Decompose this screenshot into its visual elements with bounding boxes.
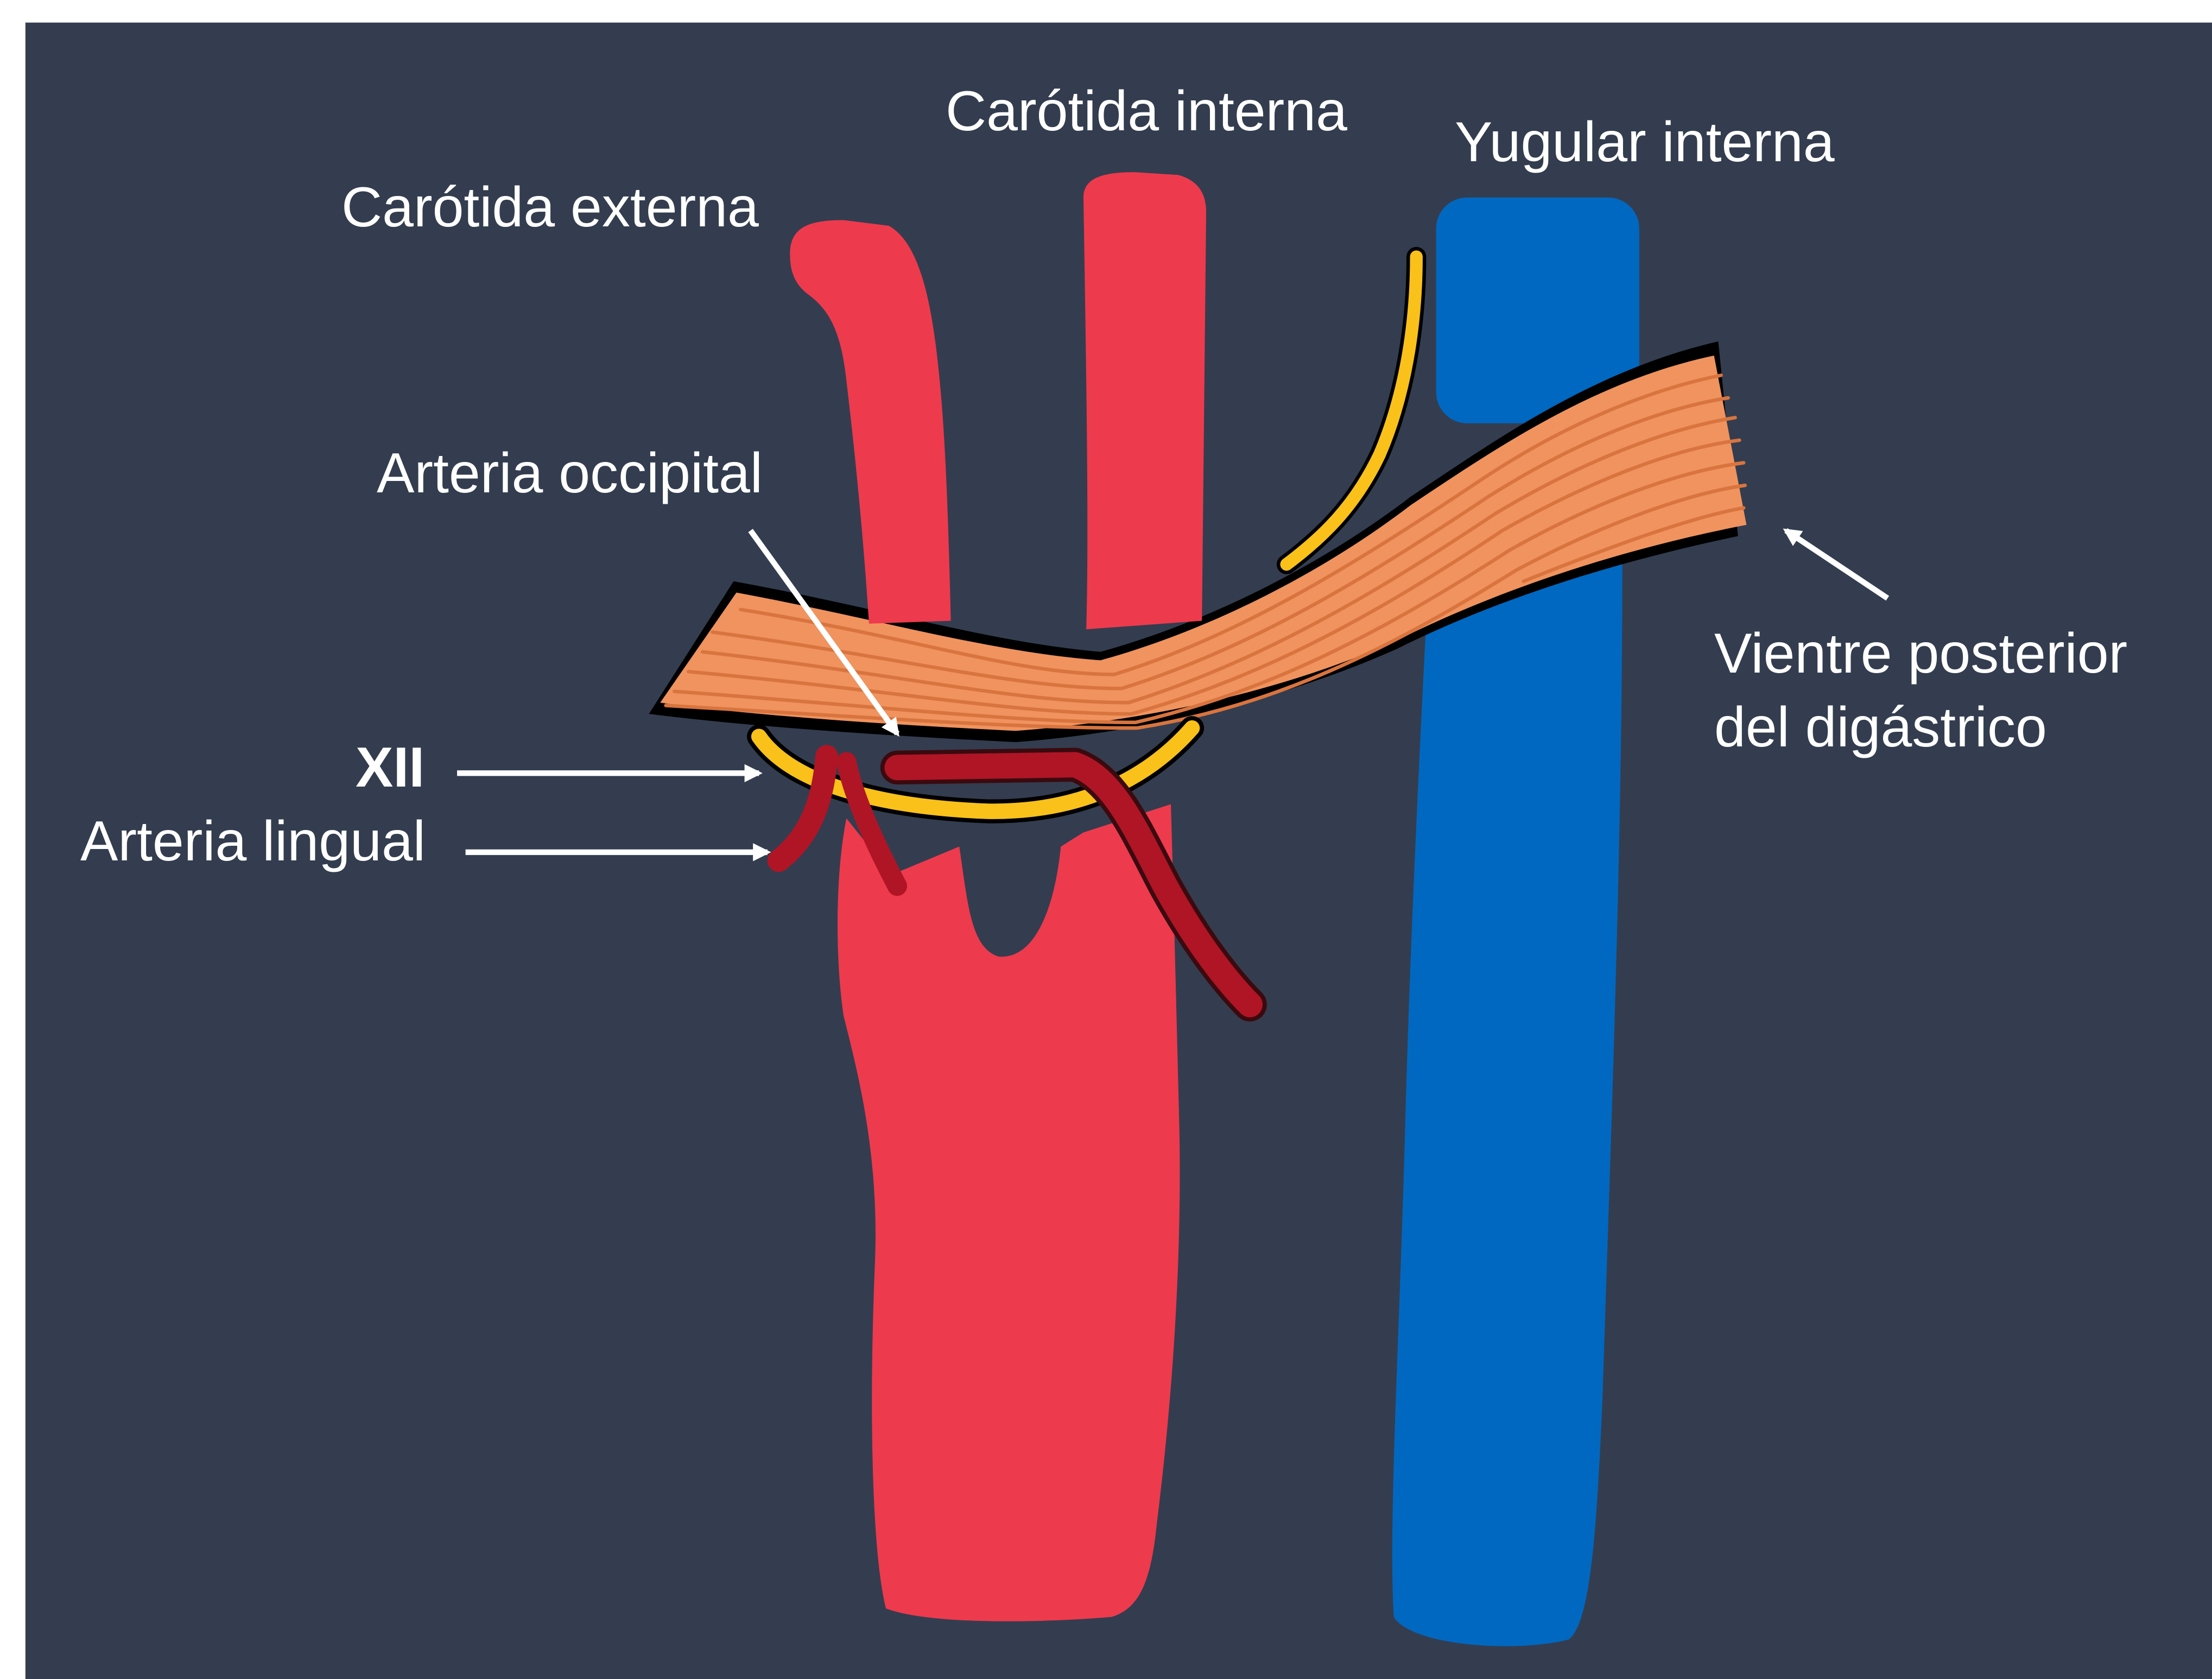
- label-occipital-artery: Arteria occipital: [377, 440, 763, 508]
- label-lingual-artery: Arteria lingual: [80, 808, 426, 876]
- label-jugular-internal: Yugular interna: [1455, 109, 1835, 176]
- label-hypoglossal-nerve: XII: [356, 734, 424, 802]
- label-carotid-internal: Carótida interna: [946, 78, 1347, 145]
- internal-carotid-artery: [1083, 172, 1206, 629]
- label-digastric-line1: Vientre posterior: [1714, 620, 2127, 688]
- label-digastric-line2: del digástrico: [1714, 694, 2047, 762]
- label-carotid-external: Carótida externa: [341, 174, 759, 242]
